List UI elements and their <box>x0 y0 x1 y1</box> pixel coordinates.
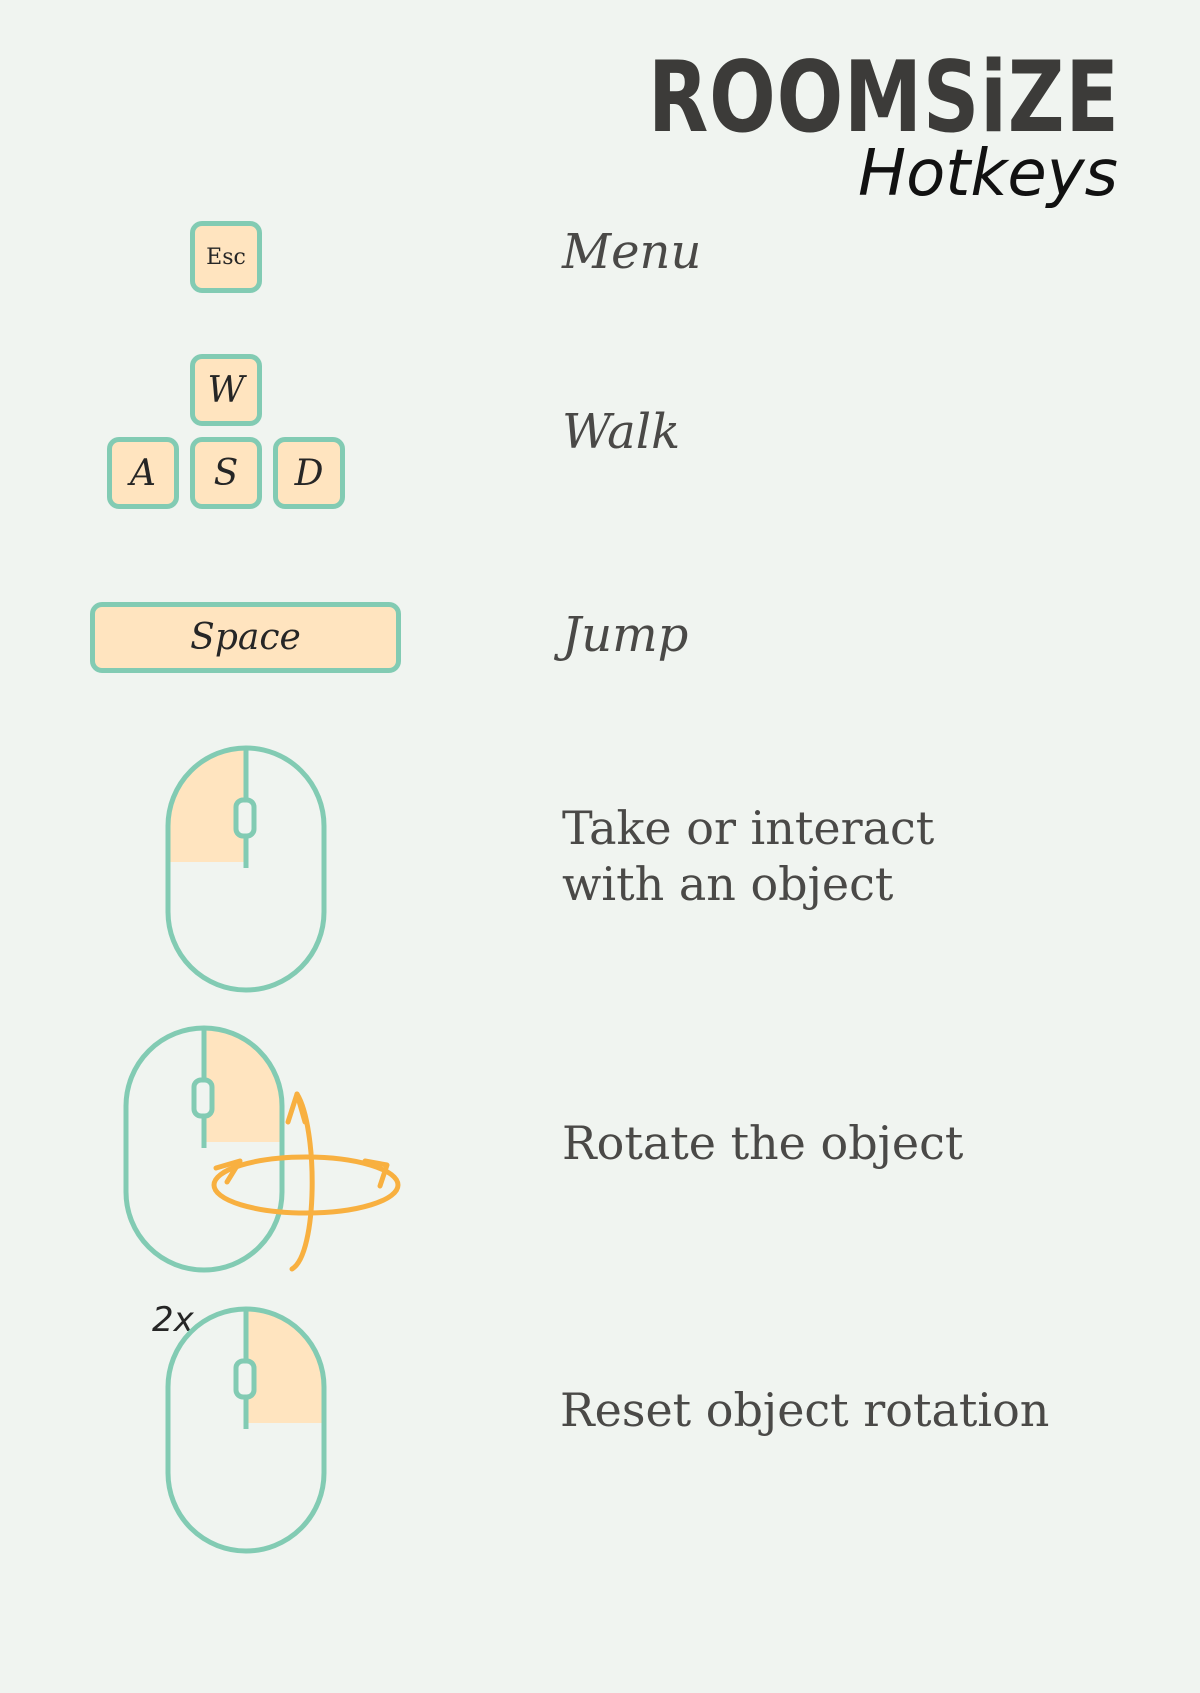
d-key-icon: D <box>273 437 345 509</box>
action-menu: Menu <box>562 224 702 280</box>
page-title: Hotkeys <box>857 137 1118 211</box>
action-jump: Jump <box>562 607 689 663</box>
s-key-icon: S <box>190 437 262 509</box>
action-take-interact: Take or interact with an object <box>562 800 934 912</box>
action-reset-rotation: Reset object rotation <box>560 1383 1050 1437</box>
left-click-mouse-icon <box>165 745 327 993</box>
w-key-icon: W <box>190 354 262 426</box>
a-key-icon: A <box>107 437 179 509</box>
action-take-interact-line-1: Take or interact <box>562 801 935 855</box>
action-rotate: Rotate the object <box>562 1116 964 1170</box>
right-click-mouse-icon <box>123 1025 401 1273</box>
brand-logo: ROOMSiZE <box>648 41 1120 155</box>
action-walk: Walk <box>562 404 681 460</box>
hotkeys-header: ROOMSiZE Hotkeys <box>530 41 1120 211</box>
rotate-arrows-icon <box>211 1091 401 1272</box>
space-key-icon: Space <box>90 602 401 673</box>
right-click-mouse-icon <box>165 1306 327 1554</box>
esc-key-icon: Esc <box>190 221 262 293</box>
action-take-interact-line-2: with an object <box>562 857 894 911</box>
